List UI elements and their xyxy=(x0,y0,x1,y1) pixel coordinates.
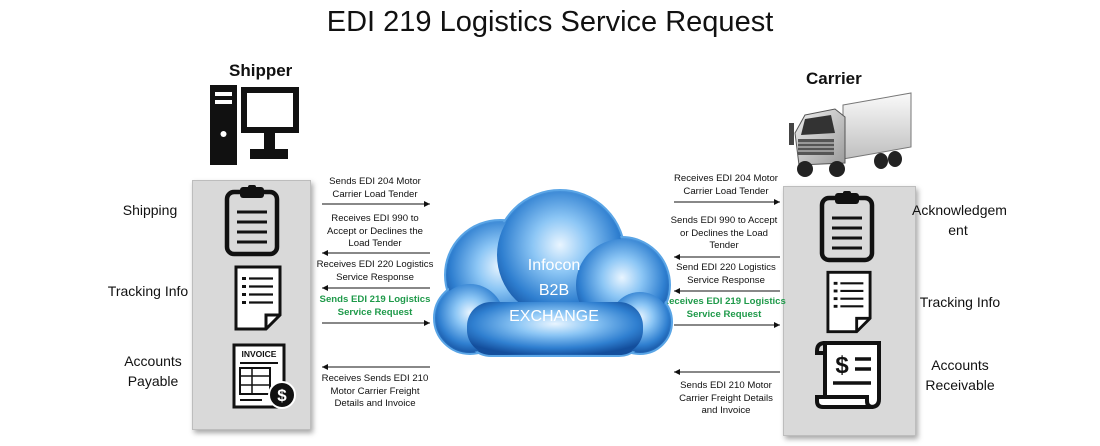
invoice-dollar-icon: INVOICE $ xyxy=(232,343,296,409)
shipper-label-payable: Accounts Payable xyxy=(124,353,182,389)
cloud-shape xyxy=(433,189,673,357)
document-lines-icon xyxy=(234,265,282,331)
desktop-computer-icon xyxy=(210,85,299,165)
carrier-msg-210: Sends EDI 210 Motor Carrier Freight Deta… xyxy=(679,380,773,416)
svg-text:INVOICE: INVOICE xyxy=(242,349,277,359)
hub-line-2: B2B xyxy=(539,282,569,299)
carrier-msg-220: Send EDI 220 Logistics Service Response xyxy=(676,262,776,286)
carrier-label-tracking: Tracking Info xyxy=(919,294,1001,310)
shipper-label-shipping: Shipping xyxy=(122,202,178,218)
truck-icon xyxy=(789,92,912,177)
svg-text:$: $ xyxy=(835,352,849,379)
svg-text:$: $ xyxy=(277,386,287,405)
shipper-msg-204: Sends EDI 204 Motor Carrier Load Tender xyxy=(329,176,421,200)
carrier-label-acknowledgement: Acknowledgem ent xyxy=(912,202,1007,238)
shipper-msg-220: Receives EDI 220 Logistics Service Respo… xyxy=(316,259,434,283)
receipt-dollar-icon: $ xyxy=(815,341,881,409)
shipper-msg-990: Receives EDI 990 to Accept or Declines t… xyxy=(327,213,423,249)
hub-line-1: Infocon xyxy=(528,257,580,274)
hub-line-3: EXCHANGE xyxy=(509,308,599,325)
shipper-label-tracking: Tracking Info xyxy=(107,283,189,299)
clipboard-icon xyxy=(224,185,280,257)
carrier-msg-990: Sends EDI 990 to Accept or Declines the … xyxy=(670,215,778,251)
carrier-msg-219: Receives EDI 219 Logistics Service Reque… xyxy=(662,296,786,320)
carrier-label-receivable: Accounts Receivable xyxy=(925,357,995,393)
diagram-title: EDI 219 Logistics Service Request xyxy=(326,6,774,38)
shipper-title: Shipper xyxy=(229,61,293,80)
shipper-msg-210: Receives Sends EDI 210 Motor Carrier Fre… xyxy=(321,373,429,409)
carrier-title: Carrier xyxy=(806,69,862,88)
shipper-msg-219: Sends EDI 219 Logistics Service Request xyxy=(319,294,431,318)
carrier-msg-204: Receives EDI 204 Motor Carrier Load Tend… xyxy=(674,173,778,197)
document-lines-icon xyxy=(826,270,872,334)
clipboard-icon xyxy=(819,191,875,263)
